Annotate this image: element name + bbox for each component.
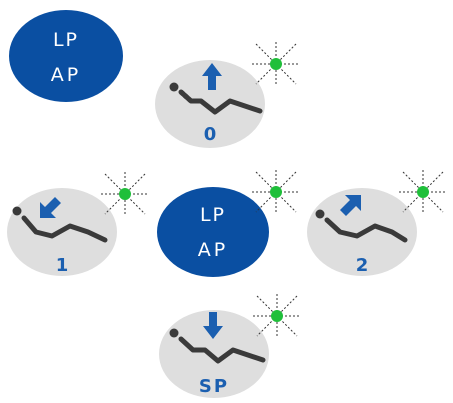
chair-recline-icon [169,328,266,364]
memory-button-top-line2: AP [51,64,81,86]
position-0-label: 0 [204,124,217,145]
chair-recline-icon [12,206,108,243]
position-0-button[interactable]: 0 [155,60,265,148]
status-led-icon [253,294,301,338]
memory-button-top-line1: LP [53,29,79,51]
arrow-up-right-icon [340,195,361,216]
position-1-button[interactable]: 1 [7,188,117,276]
position-2-label: 2 [356,255,369,276]
chair-recline-icon [315,209,408,243]
position-2-button[interactable]: 2 [307,188,417,276]
memory-button-top[interactable]: LP AP [9,10,123,102]
status-led-icon [101,172,149,216]
status-led-icon [252,42,300,86]
position-sp-button[interactable]: SP [159,310,269,398]
memory-button-center-line1: LP [200,204,226,226]
memory-button-center[interactable]: LP AP [157,187,269,277]
position-sp-label: SP [199,376,229,397]
position-1-label: 1 [56,255,69,276]
arrow-up-icon [202,63,222,90]
memory-button-center-line2: AP [198,239,228,261]
chair-recline-icon [169,82,263,115]
arrow-down-left-icon [40,197,61,218]
status-led-icon [399,170,447,214]
status-led-icon [252,170,300,214]
arrow-down-icon [203,312,223,339]
